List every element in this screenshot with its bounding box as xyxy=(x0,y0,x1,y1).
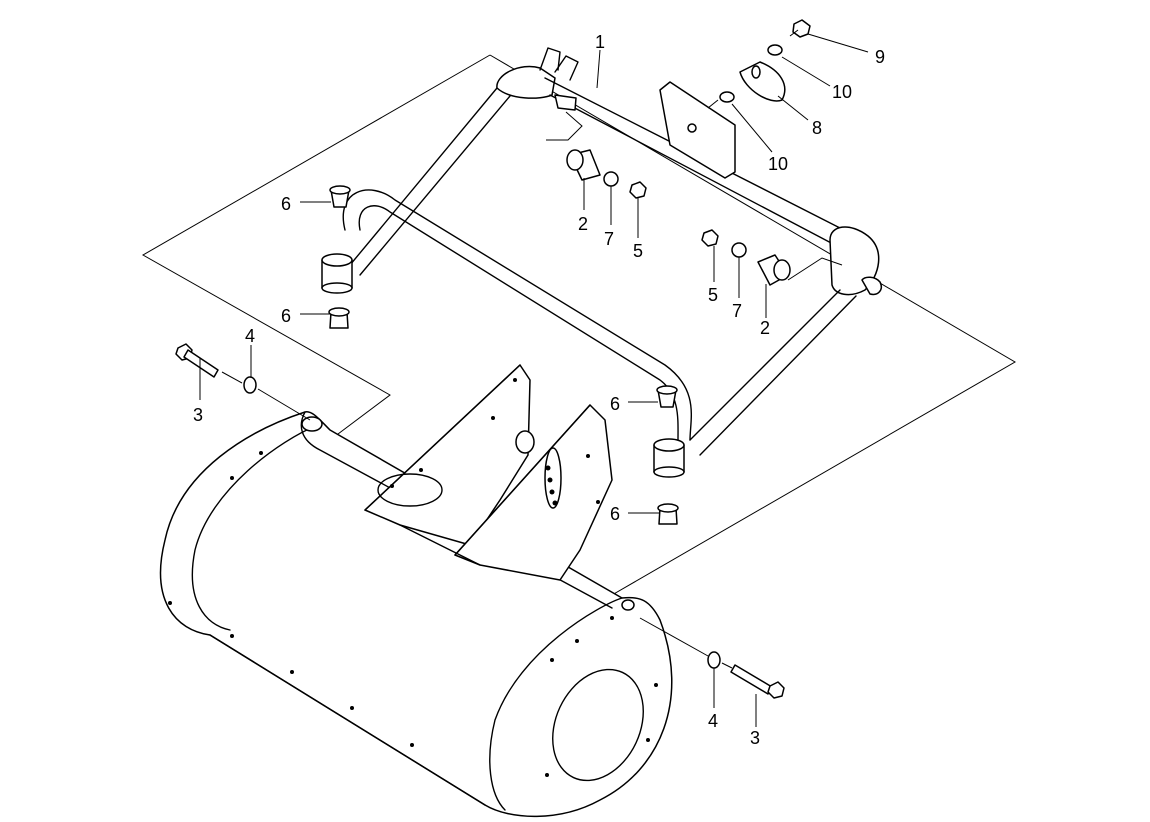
side-mounting-plates xyxy=(364,364,613,581)
callout-4-right: 4 xyxy=(708,711,718,731)
callout-3-right: 3 xyxy=(750,728,760,748)
callout-6-upper-left: 6 xyxy=(281,194,291,214)
bushing-set-left xyxy=(546,111,647,199)
callout-labels: 1 9 10 8 10 2 7 5 5 7 2 6 6 6 6 4 3 4 3 xyxy=(193,32,885,748)
bolt-left xyxy=(175,343,311,421)
callout-8: 8 xyxy=(812,118,822,138)
assembly-plane-outline xyxy=(141,54,1016,596)
clamp-hardware-upper xyxy=(707,19,811,109)
bushing-set-right xyxy=(701,229,843,286)
roller-housing xyxy=(159,411,673,818)
callout-7-right: 7 xyxy=(732,301,742,321)
tube-frame xyxy=(342,47,882,456)
callout-2-right: 2 xyxy=(760,318,770,338)
leader-lines xyxy=(199,33,869,727)
callout-9: 9 xyxy=(875,47,885,67)
callout-6-lower-right: 6 xyxy=(610,504,620,524)
callout-7-left: 7 xyxy=(604,229,614,249)
callout-5-right: 5 xyxy=(708,285,718,305)
flange-bushing-set-left xyxy=(321,185,353,329)
callout-5-left: 5 xyxy=(633,241,643,261)
bolt-right xyxy=(639,617,785,699)
callout-2-left: 2 xyxy=(578,214,588,234)
bracket-plate xyxy=(659,81,736,179)
callout-6-lower-left: 6 xyxy=(281,306,291,326)
callout-10-upper: 10 xyxy=(832,82,852,102)
callout-3-left: 3 xyxy=(193,405,203,425)
callout-10-lower: 10 xyxy=(768,154,788,174)
callout-4-left: 4 xyxy=(245,326,255,346)
callout-6-upper-right: 6 xyxy=(610,394,620,414)
callout-1: 1 xyxy=(595,32,605,52)
flange-bushing-set-right xyxy=(653,385,685,525)
